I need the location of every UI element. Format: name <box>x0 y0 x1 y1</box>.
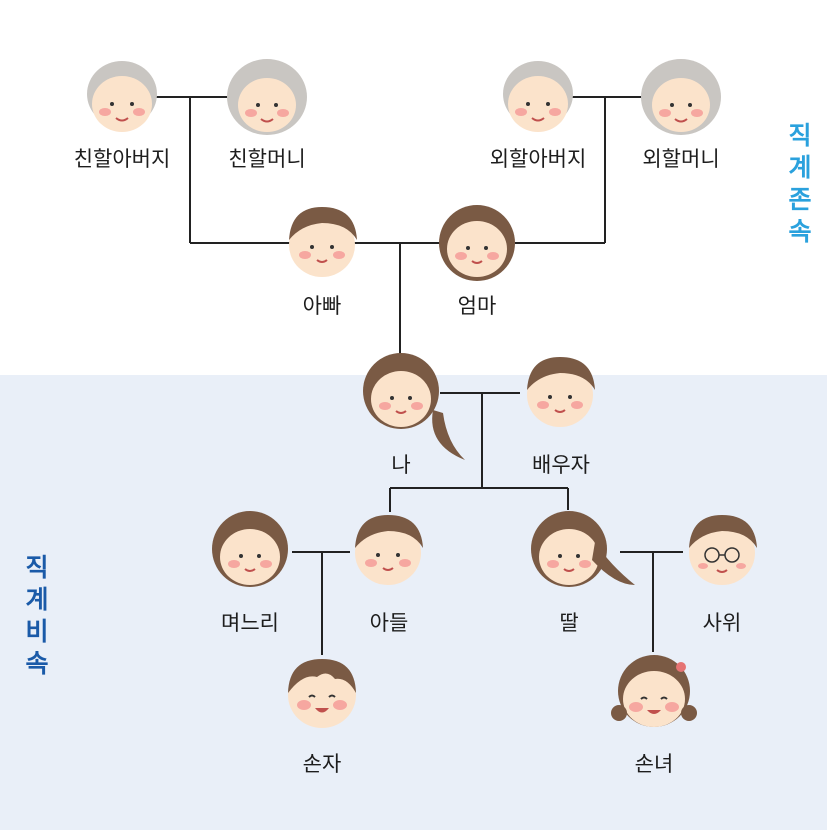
label-me: 나 <box>391 453 411 477</box>
label-mother: 엄마 <box>457 294 497 318</box>
label-maternal-grandfather: 외할아버지 <box>489 147 587 171</box>
descendants-side-label: 직 계 비 속 <box>22 552 52 680</box>
label-daughter: 딸 <box>559 611 579 635</box>
label-father: 아빠 <box>302 294 342 318</box>
paternal-grandfather-face <box>77 52 167 142</box>
mother-face <box>432 195 522 285</box>
ascendants-char: 계 <box>788 153 812 182</box>
label-maternal-grandmother: 외할머니 <box>642 147 720 171</box>
label-paternal-grandmother: 친할머니 <box>228 147 306 171</box>
grandson-face <box>277 645 367 735</box>
father-face <box>277 195 367 285</box>
label-grandson: 손자 <box>302 752 342 776</box>
descendants-char: 비 <box>25 617 49 646</box>
label-son: 아들 <box>369 611 409 635</box>
label-son-in-law: 사위 <box>702 611 742 635</box>
label-paternal-grandfather: 친할아버지 <box>73 147 171 171</box>
ascendants-char: 직 <box>788 121 812 150</box>
maternal-grandfather-face <box>493 52 583 142</box>
maternal-grandmother-face <box>636 52 726 142</box>
descendants-char: 계 <box>25 585 49 614</box>
label-granddaughter: 손녀 <box>634 752 674 776</box>
son-face <box>343 503 433 593</box>
son-in-law-face <box>677 503 767 593</box>
label-spouse: 배우자 <box>532 453 590 477</box>
ponytail-icon <box>432 410 465 460</box>
daughter-face <box>524 503 614 593</box>
spouse-face <box>515 345 605 435</box>
ascendants-char: 존 <box>788 185 812 214</box>
paternal-grandmother-face <box>222 52 312 142</box>
long-hair-icon <box>592 542 635 585</box>
descendants-char: 직 <box>25 553 49 582</box>
descendants-background <box>0 375 827 830</box>
me-face <box>356 345 446 435</box>
ascendants-side-label: 직 계 존 속 <box>785 120 815 248</box>
descendants-char: 속 <box>25 649 49 678</box>
label-daughter-in-law: 며느리 <box>221 611 279 635</box>
granddaughter-face <box>609 645 699 735</box>
daughter-in-law-face <box>205 503 295 593</box>
ascendants-char: 속 <box>788 217 812 246</box>
